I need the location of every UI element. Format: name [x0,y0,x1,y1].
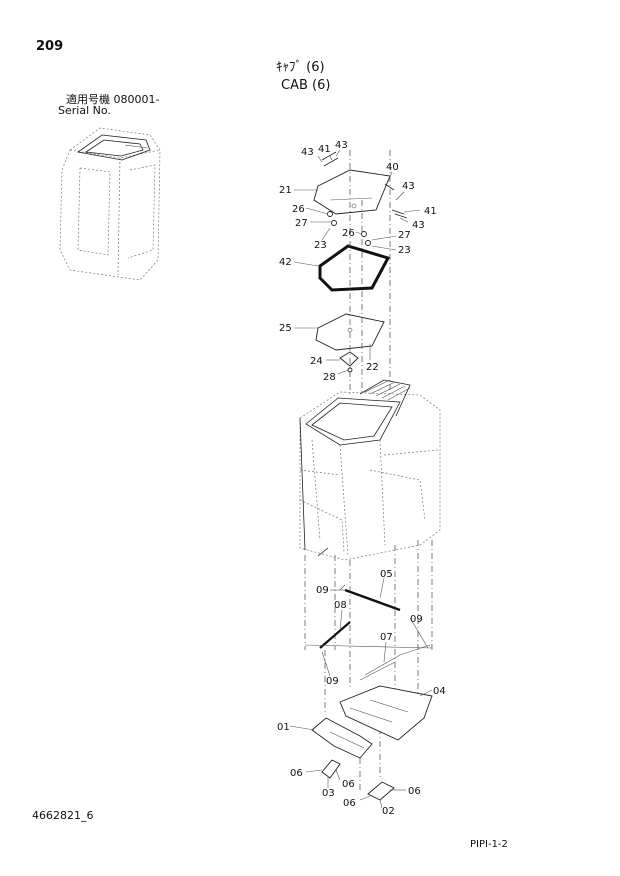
callout-21: 21 [279,185,292,196]
rail-08 [319,621,351,649]
callout-06-c: 06 [343,798,356,809]
page-number: 209 [36,39,64,54]
fasteners-23-26-27 [327,211,371,246]
callout-23-a: 23 [314,240,327,251]
reference-cab-illustration [59,127,161,281]
rail-05 [344,588,401,612]
callout-05: 05 [380,569,393,580]
alignment-lines [304,150,433,790]
handle-24 [339,351,359,373]
page-reference: PIPI-1-2 [470,839,508,850]
callout-28: 28 [323,372,336,383]
roof-cover-21 [313,151,408,219]
bracket-01 [311,717,373,759]
callout-41-a: 41 [318,144,331,155]
callout-43-a: 43 [301,147,314,158]
callout-06-a: 06 [290,768,303,779]
callout-42: 42 [279,257,292,268]
floor-plate-04 [339,685,433,741]
callout-06-b: 06 [342,779,355,790]
page-title-jp: ｷｬﾌﾞ (6) [276,60,325,75]
callout-01: 01 [277,722,290,733]
callout-04: 04 [433,686,446,697]
callout-labels: 43 41 43 40 43 21 41 26 43 27 26 27 23 2… [277,140,446,817]
callout-40: 40 [386,162,399,173]
callout-09-a: 09 [316,585,329,596]
serial-label-jp: 適用号機 080001- [66,93,160,106]
drawing-code: 4662821_6 [32,809,94,822]
callout-23-b: 23 [398,245,411,256]
callout-08: 08 [334,600,347,611]
callout-27-b: 27 [398,230,411,241]
callout-25: 25 [279,323,292,334]
callout-41-b: 41 [424,206,437,217]
callout-26-b: 26 [342,228,355,239]
callout-43-b: 43 [335,140,348,151]
panel-07 [359,644,431,681]
callout-09-b: 09 [410,614,423,625]
clamp-02 [367,781,395,801]
callout-03: 03 [322,788,335,799]
callout-06-d: 06 [408,786,421,797]
leader-lines [289,149,433,809]
callout-09-c: 09 [326,676,339,687]
callout-43-c: 43 [402,181,415,192]
panel-09 [304,584,433,649]
callout-26-a: 26 [292,204,305,215]
callout-24: 24 [310,356,323,367]
callout-43-d: 43 [412,220,425,231]
clamp-03 [321,759,341,779]
cab-body [299,379,441,561]
callout-02: 02 [382,806,395,817]
seal-42 [318,244,391,292]
serial-label-en: Serial No. [58,104,111,117]
callout-22: 22 [366,362,379,373]
callout-27-a: 27 [295,218,308,229]
page-title-en: CAB (6) [281,78,331,93]
callout-07: 07 [380,632,393,643]
